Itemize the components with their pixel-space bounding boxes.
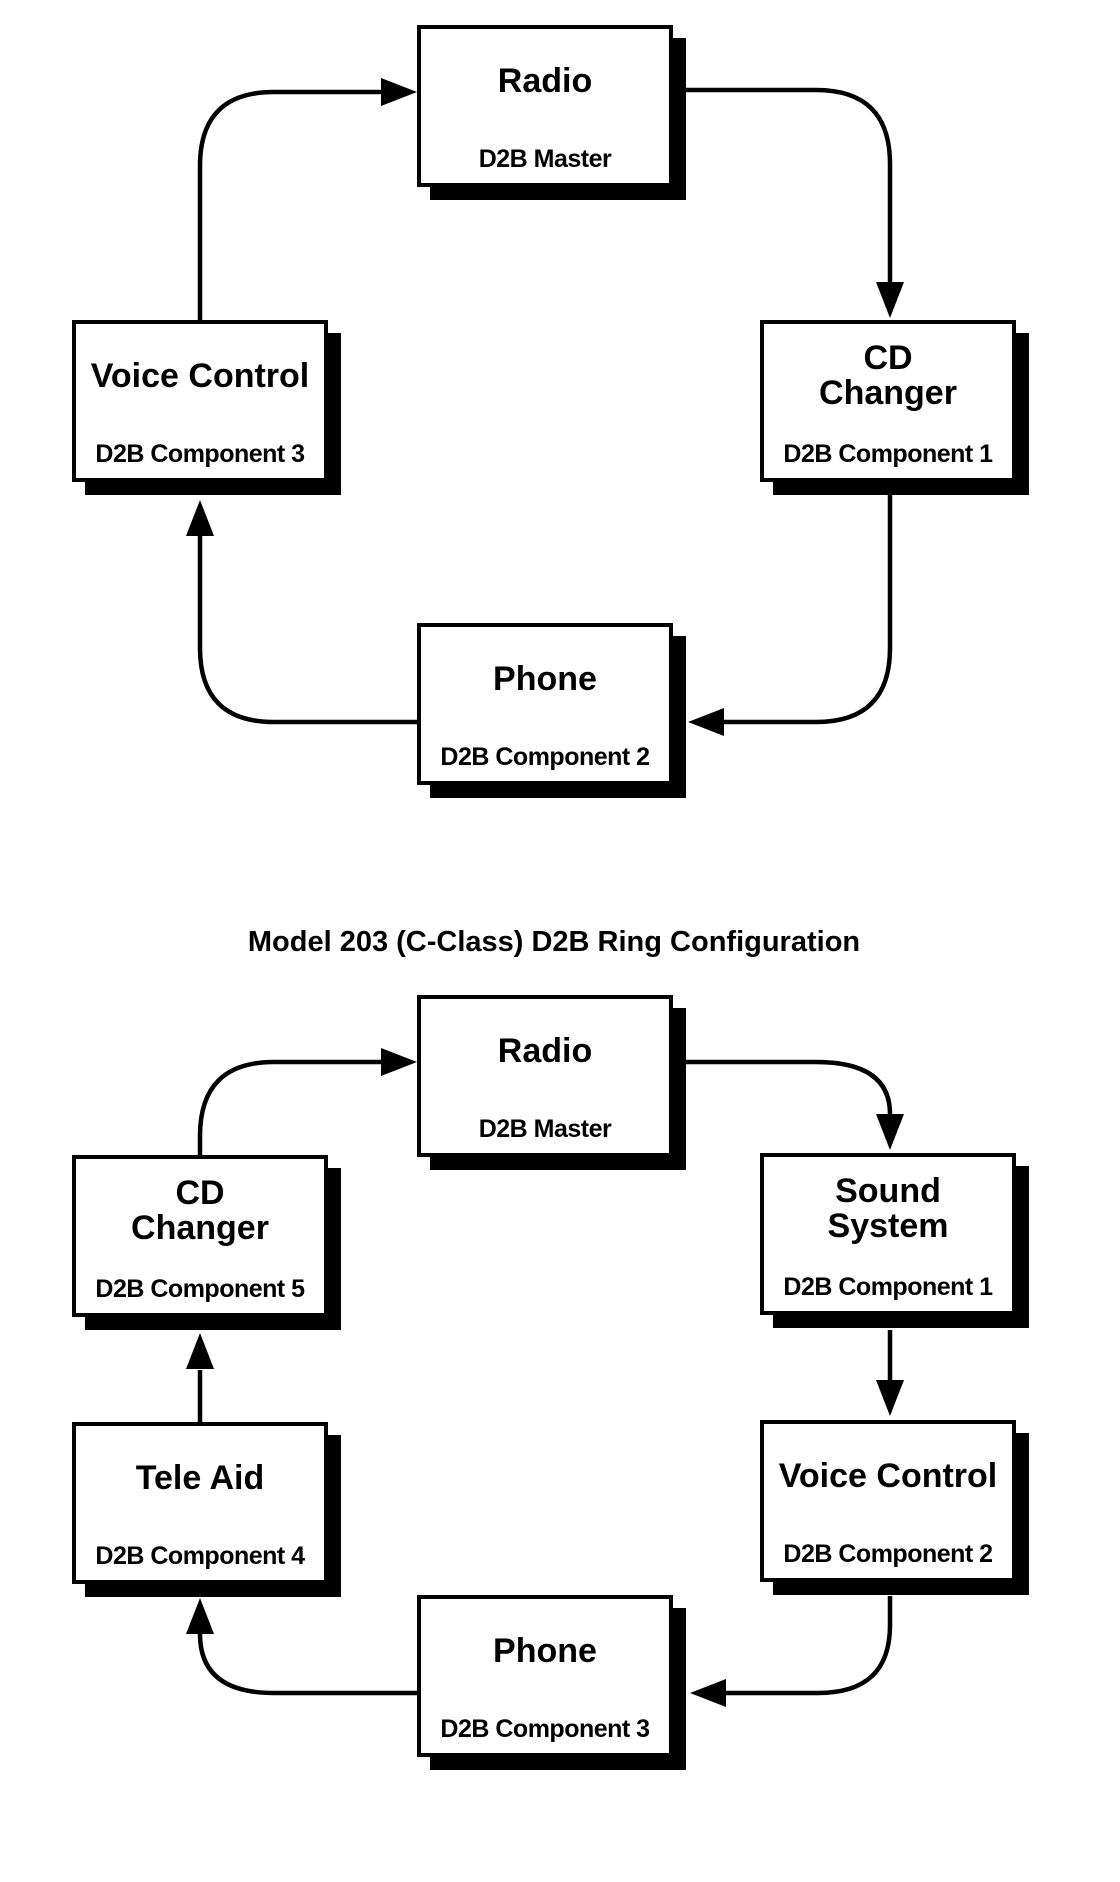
node-cd-changer-top-diagram: CD Changer D2B Component 1 <box>760 320 1016 482</box>
node-voice-control-bottom-diagram: Voice Control D2B Component 2 <box>760 1420 1016 1582</box>
node-title: Sound System <box>827 1172 949 1245</box>
node-title: Phone <box>493 659 597 698</box>
node-subtitle: D2B Component 5 <box>95 1275 305 1303</box>
node-subtitle: D2B Master <box>478 145 612 173</box>
node-title: Phone <box>493 1631 597 1670</box>
arrow-radio-to-cd-changer <box>671 87 904 318</box>
node-tele-aid-bottom-diagram: Tele Aid D2B Component 4 <box>72 1422 328 1584</box>
node-phone-bottom-diagram: Phone D2B Component 3 <box>417 1595 673 1757</box>
arrow-voice-control-to-phone <box>690 1596 893 1707</box>
arrow-cd-changer-to-phone <box>688 490 893 736</box>
node-title: Voice Control <box>778 1456 998 1495</box>
node-subtitle: D2B Component 3 <box>95 440 305 468</box>
node-phone-top-diagram: Phone D2B Component 2 <box>417 623 673 785</box>
node-subtitle: D2B Master <box>478 1115 612 1143</box>
node-subtitle: D2B Component 2 <box>440 743 650 771</box>
node-title: Voice Control <box>90 356 310 395</box>
node-title: Radio <box>497 61 593 100</box>
node-title: Radio <box>497 1031 593 1070</box>
node-voice-control-top-diagram: Voice Control D2B Component 3 <box>72 320 328 482</box>
node-subtitle: D2B Component 3 <box>440 1715 650 1743</box>
node-subtitle: D2B Component 1 <box>783 440 993 468</box>
arrow-tele-aid-to-cd-changer <box>186 1333 214 1424</box>
node-title: CD Changer <box>131 1174 269 1247</box>
node-radio-bottom-diagram: Radio D2B Master <box>417 995 673 1157</box>
node-subtitle: D2B Component 2 <box>783 1540 993 1568</box>
node-cd-changer-bottom-diagram: CD Changer D2B Component 5 <box>72 1155 328 1317</box>
node-title: CD Changer <box>819 339 957 412</box>
arrow-radio-to-sound-system <box>671 1059 904 1150</box>
arrow-sound-system-to-voice-control <box>876 1330 904 1416</box>
arrow-phone-to-tele-aid <box>186 1598 419 1696</box>
arrow-phone-to-voice-control <box>186 500 419 725</box>
arrow-cd-changer-to-radio <box>197 1048 417 1155</box>
node-subtitle: D2B Component 4 <box>95 1542 305 1570</box>
node-subtitle: D2B Component 1 <box>783 1273 993 1301</box>
figure-title: Model 203 (C-Class) D2B Ring Configurati… <box>247 926 861 958</box>
node-radio-top-diagram: Radio D2B Master <box>417 25 673 187</box>
node-sound-system-bottom-diagram: Sound System D2B Component 1 <box>760 1153 1016 1315</box>
node-title: Tele Aid <box>135 1458 265 1497</box>
arrow-voice-control-to-radio <box>197 78 417 322</box>
